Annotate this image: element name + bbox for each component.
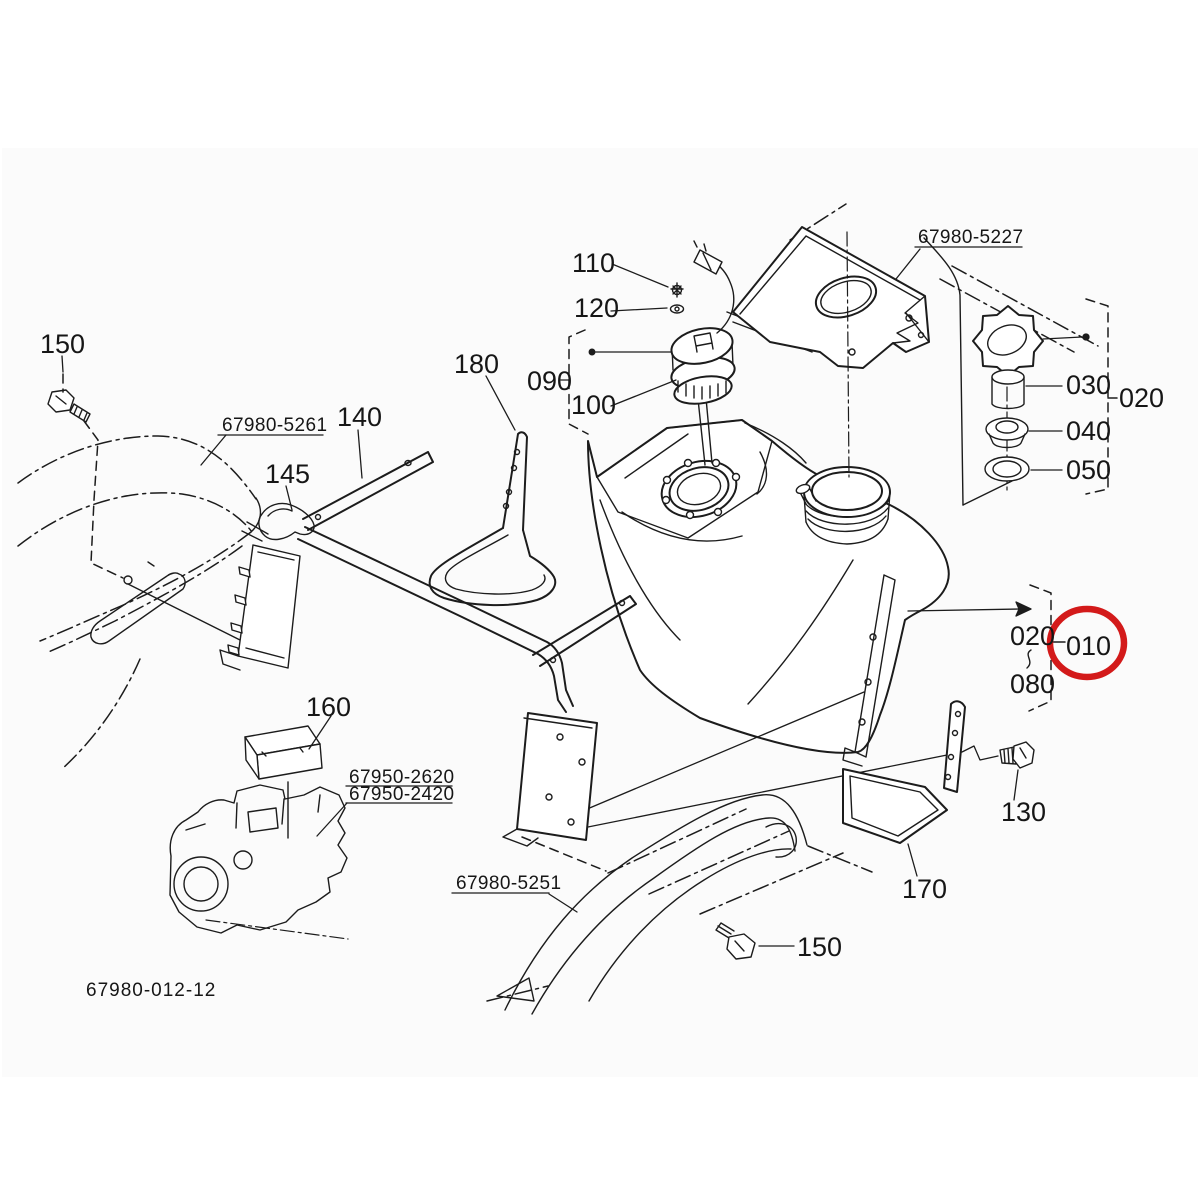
callout-140: 140 [337,402,382,432]
drawing-code: 67980-012-12 [86,980,216,1001]
part-number-67980-5261: 67980-5261 [222,415,327,436]
leader-arrowhead [1015,601,1032,617]
support-frame [219,451,637,847]
callout-010-highlighted: 010 [1066,631,1111,661]
fuel-cap-group [972,305,1044,491]
callout-030: 030 [1066,370,1111,400]
grommet-040 [985,417,1029,449]
sender-ring [660,458,741,520]
bottom-fender-phantom [486,794,873,1015]
highlight-circle-010 [1046,605,1128,681]
part-number-67980-5227: 67980-5227 [918,227,1023,248]
plate-to-fender-dashed [521,836,607,872]
tank-right-strap [842,574,896,767]
callout-180: 180 [454,349,499,379]
labels: 150 110 120 090 100 140 145 180 030 040 … [40,227,1164,1001]
callout-130: 130 [1001,797,1046,827]
callout-040: 040 [1066,416,1111,446]
fuel-sender-unit [669,240,736,466]
part-number-67950-2420: 67950-2420 [349,784,454,805]
assembly-centerline [846,231,850,478]
left-fender-phantom [17,435,262,770]
leader-150-upper-dashed [62,373,124,579]
bracket-170 [842,700,966,844]
fuel-cap [972,305,1044,377]
callout-020-cap-group: 020 [1119,383,1164,413]
bracket-180 [428,431,557,607]
top-bracket-5227 [732,226,930,478]
bolt-130 [999,741,1035,769]
bracket-090 [568,329,589,435]
filler-neck [795,466,891,545]
callout-150-upper: 150 [40,329,85,359]
callout-090: 090 [527,366,572,396]
washer-120 [669,304,685,314]
callout-080: 080 [1010,669,1055,699]
callout-050: 050 [1066,455,1111,485]
ring-050 [984,456,1030,482]
bolt-150-upper [47,389,91,423]
cap-strainer-030 [991,369,1025,410]
callout-020-tank: 020 [1010,621,1055,651]
callout-160: 160 [306,692,351,722]
bracket-020-cap [1085,298,1118,495]
callout-100: 100 [571,390,616,420]
group-brackets [62,298,1118,872]
long-leader-lines [546,691,999,834]
part-number-67950-2620: 67950-2620 [349,767,454,788]
part-number-underlines [217,246,1023,894]
leader-lines [61,248,1090,947]
tilde-020-080 [1026,649,1032,669]
callout-110: 110 [572,248,615,278]
fuel-tank [587,419,950,767]
engine-phantom [169,784,349,940]
callout-170: 170 [902,874,947,904]
bolt-150-lower [715,922,756,960]
part-number-67980-5251: 67980-5251 [456,873,561,894]
callout-150-lower: 150 [797,932,842,962]
screw-110 [670,282,684,298]
callout-145: 145 [265,459,310,489]
callout-120: 120 [574,293,619,323]
box-160 [244,725,323,839]
